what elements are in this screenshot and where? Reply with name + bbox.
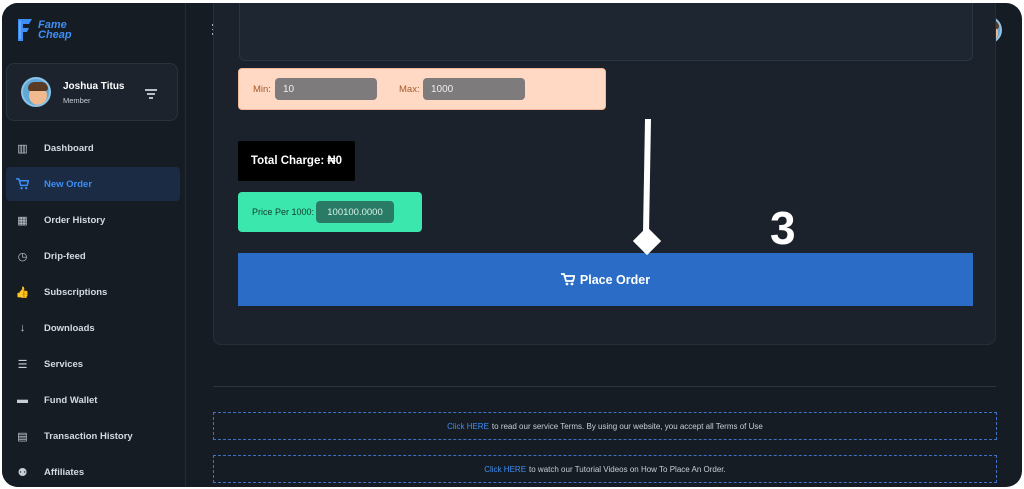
user-role: Member [63,96,91,105]
sidebar-item-drip-feed[interactable]: ◷ Drip-feed [6,239,180,273]
place-order-label: Place Order [579,272,651,287]
price-per-1000: Price Per 1000: 100100.0000 [238,192,422,232]
terms-link[interactable]: Click HERE [447,421,489,431]
arrow-down-icon: ↓ [19,322,26,334]
terms-text: to read our service Terms. By using our … [491,421,763,431]
sidebar-item-services[interactable]: ☰ Services [6,347,180,381]
sidebar-item-label: Transaction History [44,430,133,442]
sidebar-item-downloads[interactable]: ↓ Downloads [6,311,180,345]
wallet-icon: ▬ [17,394,28,406]
max-value: 1000 [423,78,525,100]
video-notice: Click HERE to watch our Tutorial Videos … [213,455,997,483]
filter-icon[interactable] [145,89,157,101]
sidebar-item-order-history[interactable]: ▦ Order History [6,203,180,237]
cart-icon [16,178,29,191]
sidebar-item-label: Affiliates [44,466,85,478]
sidebar-item-label: Services [44,358,84,370]
sidebar-item-label: Subscriptions [44,286,108,298]
video-text: to watch our Tutorial Videos on How To P… [529,464,726,474]
sidebar-item-affiliates[interactable]: ⚉ Affiliates [6,455,180,487]
receipt-icon: ▤ [17,430,28,443]
sidebar-item-new-order[interactable]: New Order [6,167,180,201]
total-charge: Total Charge: ₦0 [238,141,355,181]
sidebar-item-label: Order History [44,214,106,226]
brand-line-1: Fame [38,19,67,31]
calendar-icon: ▦ [17,214,28,227]
sidebar-item-subscriptions[interactable]: 👍 Subscriptions [6,275,180,309]
user-card: Joshua Titus Member [6,63,178,121]
price-per-label: Price Per 1000: [252,207,315,217]
clock-icon: ◷ [17,250,28,263]
users-icon: ⚉ [17,466,28,479]
list-icon: ☰ [17,358,28,371]
brand-logo[interactable]: Fame Cheap [16,17,72,43]
step-number: 3 [770,202,796,254]
place-order-button[interactable]: Place Order [238,253,973,306]
brand-line-2: Cheap [38,29,72,41]
sidebar-item-label: New Order [44,178,93,190]
sidebar-item-label: Drip-feed [44,250,86,262]
sidebar-item-label: Downloads [44,322,95,334]
service-description-box[interactable] [239,3,973,61]
sidebar: Fame Cheap Joshua Titus Member ▥ Dashboa… [2,3,186,487]
sidebar-item-label: Fund Wallet [44,394,98,406]
divider [213,386,996,387]
min-value: 10 [275,78,377,100]
sidebar-item-dashboard[interactable]: ▥ Dashboard [6,131,180,165]
thumbs-up-icon: 👍 [15,286,30,299]
price-per-value: 100100.0000 [316,201,394,223]
app-window: Fame Cheap Joshua Titus Member ▥ Dashboa… [2,3,1022,487]
user-name: Joshua Titus [63,81,125,92]
video-link[interactable]: Click HERE [484,464,527,474]
max-label: Max: [399,84,420,95]
chart-icon: ▥ [17,142,28,155]
sidebar-item-transaction-history[interactable]: ▤ Transaction History [6,419,180,453]
sidebar-item-label: Dashboard [44,142,94,154]
sidebar-item-fund-wallet[interactable]: ▬ Fund Wallet [6,383,180,417]
brand-logo-icon [18,19,32,41]
cart-icon [560,273,575,286]
quantity-limits: Min: 10 Max: 1000 [238,68,606,110]
terms-notice: Click HERE to read our service Terms. By… [213,412,997,440]
sidebar-nav: ▥ Dashboard New Order ▦ Order History ◷ … [2,131,186,487]
min-label: Min: [253,84,271,95]
avatar[interactable] [21,77,51,107]
